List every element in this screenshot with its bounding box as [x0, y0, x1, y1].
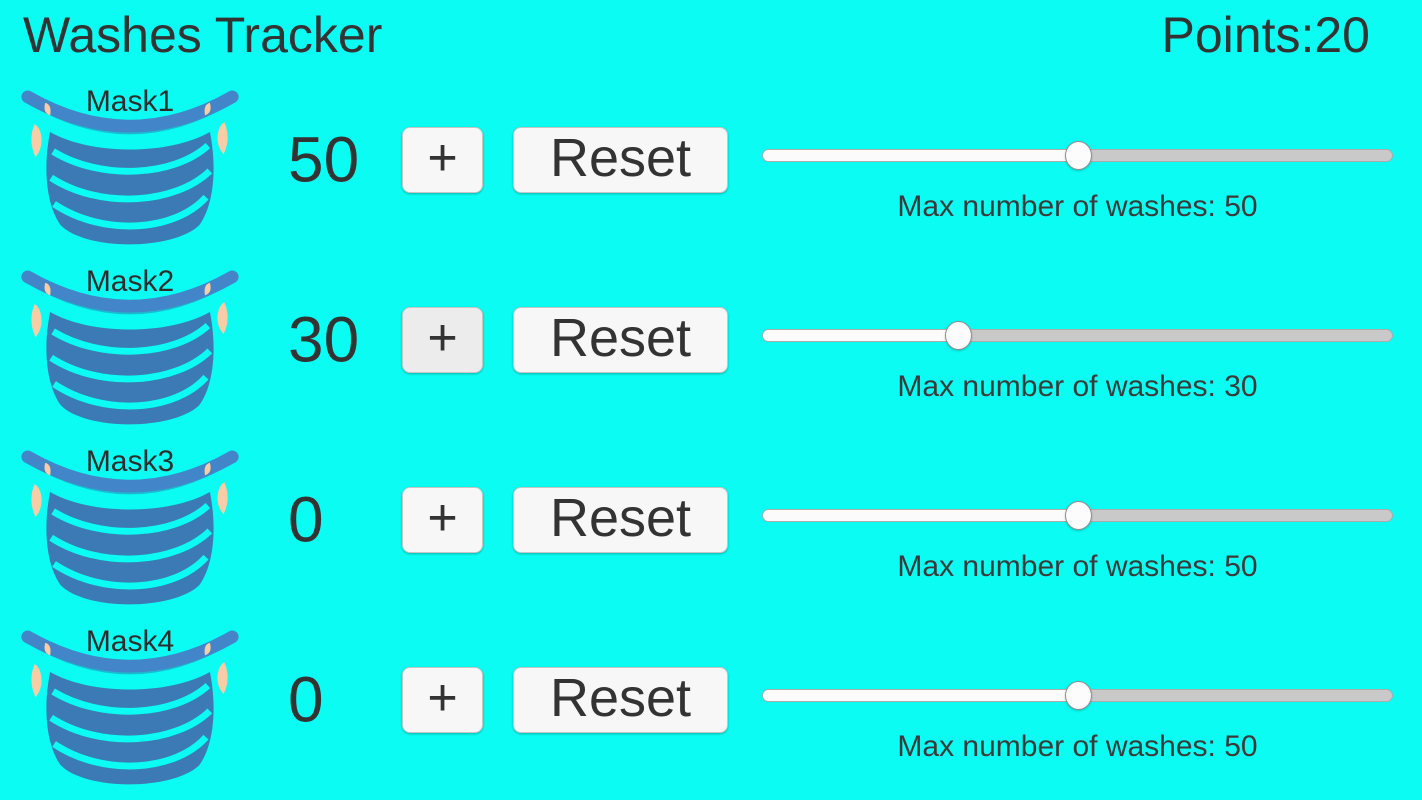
wash-count: 0: [288, 663, 324, 736]
slider-fill: [763, 150, 1079, 161]
mask-label: Mask1: [85, 85, 175, 118]
wash-count: 50: [288, 123, 360, 196]
slider-fill: [763, 690, 1079, 701]
max-washes-label: Max number of washes: 50: [897, 190, 1258, 223]
wash-count: 0: [288, 483, 324, 556]
points-display: Points:20: [1162, 8, 1370, 63]
points-value: 20: [1314, 7, 1370, 63]
mask-row-3: Mask3 0 + Reset Max number of washes: 50: [0, 440, 1422, 620]
increment-button[interactable]: +: [402, 487, 483, 553]
mask-label: Mask4: [85, 625, 175, 658]
increment-button[interactable]: +: [402, 667, 483, 733]
surgical-mask-icon: [21, 630, 239, 785]
mask-row-2: Mask2 30 + Reset Max number of washes: 3…: [0, 260, 1422, 440]
header: Washes Tracker Points:20: [0, 0, 1422, 80]
mask-image: Mask3: [18, 443, 242, 611]
max-washes-slider[interactable]: Max number of washes: 30: [762, 260, 1393, 440]
mask-row-1: Mask1 50 + Reset Max number of washes: 5…: [0, 80, 1422, 260]
surgical-mask-icon: [21, 270, 239, 425]
wash-count: 30: [288, 303, 360, 376]
page-title: Washes Tracker: [23, 7, 383, 63]
mask-image: Mask4: [18, 623, 242, 791]
max-washes-slider[interactable]: Max number of washes: 50: [762, 440, 1393, 620]
increment-button[interactable]: +: [402, 307, 483, 373]
increment-button[interactable]: +: [402, 127, 483, 193]
reset-button[interactable]: Reset: [513, 307, 728, 373]
mask-rows: Mask1 50 + Reset Max number of washes: 5…: [0, 80, 1422, 800]
max-washes-label: Max number of washes: 50: [897, 730, 1258, 763]
mask-row-4: Mask4 0 + Reset Max number of washes: 50: [0, 620, 1422, 800]
reset-button[interactable]: Reset: [513, 127, 728, 193]
slider-thumb[interactable]: [1064, 681, 1092, 710]
mask-label: Mask2: [85, 265, 175, 298]
mask-label: Mask3: [85, 445, 175, 478]
max-washes-slider[interactable]: Max number of washes: 50: [762, 80, 1393, 260]
max-washes-label: Max number of washes: 30: [897, 370, 1258, 403]
max-washes-label: Max number of washes: 50: [897, 550, 1258, 583]
slider-fill: [763, 330, 959, 341]
reset-button[interactable]: Reset: [513, 667, 728, 733]
slider-thumb[interactable]: [1064, 501, 1092, 530]
mask-image: Mask1: [18, 83, 242, 251]
mask-image: Mask2: [18, 263, 242, 431]
slider-fill: [763, 510, 1079, 521]
surgical-mask-icon: [21, 90, 239, 245]
slider-thumb[interactable]: [1064, 141, 1092, 170]
slider-track[interactable]: [762, 329, 1393, 342]
slider-thumb[interactable]: [944, 321, 972, 350]
max-washes-slider[interactable]: Max number of washes: 50: [762, 620, 1393, 800]
reset-button[interactable]: Reset: [513, 487, 728, 553]
surgical-mask-icon: [21, 450, 239, 605]
points-label: Points:: [1161, 7, 1315, 63]
